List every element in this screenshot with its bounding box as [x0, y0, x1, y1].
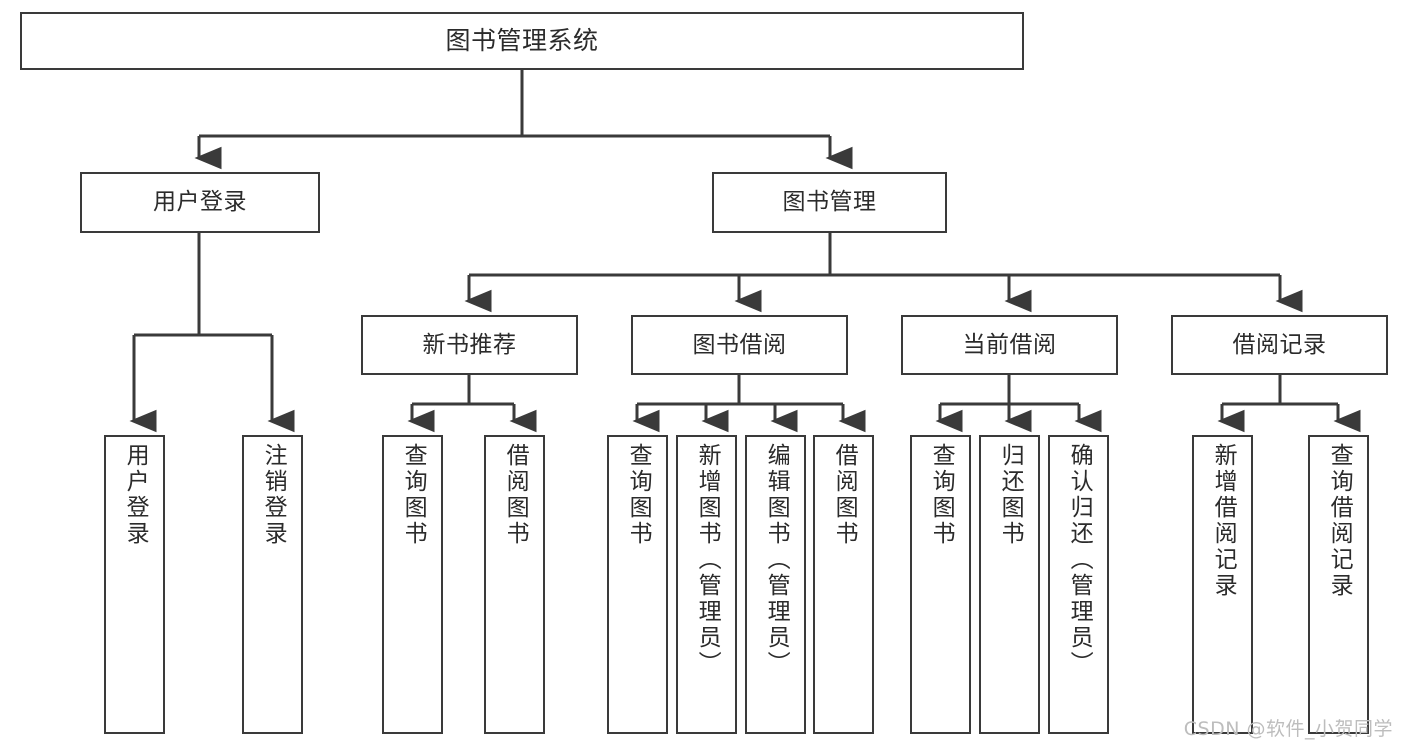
leaf-current-borrow-return-book[interactable]: 归还图书: [979, 435, 1040, 734]
node-label: 用户登录: [122, 443, 149, 547]
leaf-book-borrow-add-book-admin[interactable]: 新增图书（管理员）: [676, 435, 737, 734]
node-label: 查询图书: [928, 443, 955, 547]
node-label: 查询图书: [400, 443, 427, 547]
node-book-borrow[interactable]: 图书借阅: [631, 315, 848, 375]
node-label: 注销登录: [260, 443, 287, 547]
node-label: 当前借阅: [962, 331, 1057, 358]
node-label: 借阅图书: [831, 443, 858, 547]
node-book-management[interactable]: 图书管理: [712, 172, 947, 233]
node-user-login[interactable]: 用户登录: [80, 172, 320, 233]
node-label: 查询图书: [625, 443, 652, 547]
leaf-book-borrow-query-book[interactable]: 查询图书: [607, 435, 668, 734]
node-label: 确认归还（管理员）: [1066, 443, 1093, 677]
node-current-borrow[interactable]: 当前借阅: [901, 315, 1118, 375]
node-root-book-management-system[interactable]: 图书管理系统: [20, 12, 1024, 70]
node-label: 新书推荐: [422, 331, 517, 358]
node-label: 新增图书（管理员）: [694, 443, 721, 677]
node-label: 查询借阅记录: [1326, 443, 1353, 599]
leaf-user-login-login[interactable]: 用户登录: [104, 435, 165, 734]
node-label: 用户登录: [153, 189, 247, 216]
leaf-new-book-borrow-book[interactable]: 借阅图书: [484, 435, 545, 734]
watermark-text: CSDN @软件_小贺同学: [1183, 718, 1393, 740]
node-label: 借阅记录: [1232, 331, 1327, 358]
leaf-borrow-record-add-record[interactable]: 新增借阅记录: [1192, 435, 1253, 734]
node-label: 归还图书: [997, 443, 1024, 547]
node-label: 图书借阅: [692, 331, 787, 358]
node-borrow-record[interactable]: 借阅记录: [1171, 315, 1388, 375]
leaf-book-borrow-edit-book-admin[interactable]: 编辑图书（管理员）: [745, 435, 806, 734]
leaf-new-book-query-book[interactable]: 查询图书: [382, 435, 443, 734]
leaf-current-borrow-confirm-return-admin[interactable]: 确认归还（管理员）: [1048, 435, 1109, 734]
leaf-book-borrow-borrow-book[interactable]: 借阅图书: [813, 435, 874, 734]
node-label: 图书管理系统: [445, 26, 599, 56]
leaf-borrow-record-query-record[interactable]: 查询借阅记录: [1308, 435, 1369, 734]
node-label: 新增借阅记录: [1210, 443, 1237, 599]
leaf-user-login-logout[interactable]: 注销登录: [242, 435, 303, 734]
node-label: 图书管理: [782, 189, 877, 216]
leaf-current-borrow-query-book[interactable]: 查询图书: [910, 435, 971, 734]
node-label: 编辑图书（管理员）: [763, 443, 790, 677]
node-new-book-recommend[interactable]: 新书推荐: [361, 315, 578, 375]
node-label: 借阅图书: [502, 443, 529, 547]
